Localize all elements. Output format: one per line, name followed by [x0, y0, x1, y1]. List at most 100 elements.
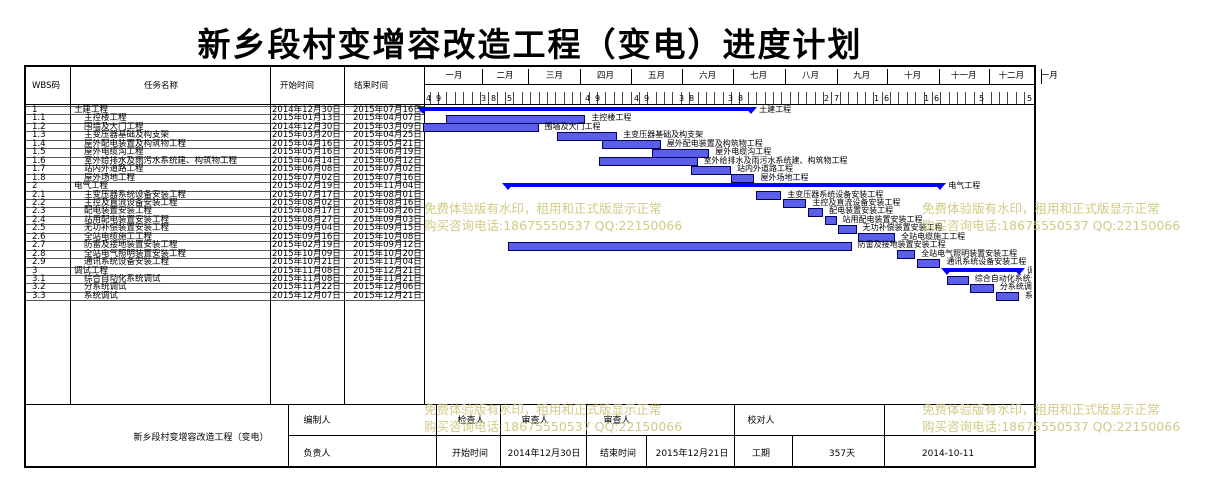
- footer-duration-value: 357天: [828, 449, 856, 459]
- month-label: 七月: [750, 71, 768, 81]
- summary-bar: [947, 267, 1019, 272]
- week-tick: [990, 92, 992, 104]
- week-tick-label: 3: [481, 94, 487, 103]
- task-wbs: 1.8: [32, 173, 46, 183]
- month-label: 九月: [853, 71, 871, 81]
- week-tick: [747, 92, 749, 104]
- task-end: 2015年11月04日: [353, 181, 422, 191]
- grid-line: [26, 174, 424, 175]
- week-tick: [831, 92, 833, 104]
- month-divider: [886, 69, 888, 84]
- task-start: 2015年07月02日: [272, 173, 341, 183]
- task-end: 2015年09月15日: [353, 223, 422, 233]
- task-name: 电气工程: [74, 181, 109, 191]
- task-wbs: 2.2: [32, 198, 46, 208]
- grid-line: [70, 67, 71, 404]
- footer-reviewer-label: 审查人: [521, 416, 549, 426]
- task-bar-label: 主控楼工程: [591, 113, 632, 123]
- grid-line: [26, 165, 424, 166]
- week-tick-label: 8: [491, 94, 497, 103]
- week-tick: [705, 92, 707, 104]
- week-tick: [655, 92, 657, 104]
- week-tick: [814, 92, 816, 104]
- watermark-bottom-center-1: 免费体验版有水印，租用和正式版显示正常: [424, 402, 662, 417]
- task-name: 调试工程: [74, 266, 109, 276]
- week-tick: [873, 92, 875, 104]
- task-end: 2015年06月12日: [353, 156, 422, 166]
- week-tick: [664, 92, 666, 104]
- summary-bar: [423, 107, 752, 111]
- month-label: 三月: [545, 71, 563, 81]
- watermark-top-right-1: 免费体验版有水印，租用和正式版显示正常: [922, 201, 1160, 216]
- task-wbs: 3: [32, 266, 38, 276]
- grid-line: [288, 435, 1034, 436]
- task-name: 室外给排水及雨污水系统建、构筑物工程: [84, 156, 238, 166]
- month-divider: [580, 69, 582, 84]
- footer-prepared-label: 编制人: [303, 416, 331, 426]
- week-tick: [881, 92, 883, 104]
- month-divider: [988, 69, 990, 84]
- task-name: 综合自动化系统调试: [84, 274, 161, 284]
- task-start: 2015年11月22日: [272, 282, 341, 292]
- week-tick: [471, 92, 473, 104]
- task-start: 2015年11月08日: [272, 274, 341, 284]
- week-tick: [839, 92, 841, 104]
- task-end: 2015年12月21日: [353, 266, 422, 276]
- task-name: 系统调试: [84, 291, 119, 301]
- task-start: 2015年08月27日: [272, 215, 341, 225]
- task-start: 2015年04月14日: [272, 156, 341, 166]
- grid-line: [424, 84, 1034, 85]
- month-label: 一月: [1040, 71, 1058, 81]
- month-label: 八月: [802, 71, 820, 81]
- week-tick-label: 4: [426, 94, 432, 103]
- task-bar: [731, 174, 755, 184]
- week-tick-label: 8: [738, 94, 744, 103]
- header-name: 任务名称: [144, 81, 179, 91]
- summary-bar-start-cap: [417, 107, 429, 114]
- week-tick: [647, 92, 649, 104]
- grid-line: [26, 224, 424, 225]
- grid-line: [26, 207, 424, 208]
- summary-bar-end-cap: [934, 183, 947, 191]
- week-tick-label: 6: [934, 94, 940, 103]
- summary-bar-start-cap: [502, 183, 515, 191]
- grid-line: [792, 435, 793, 468]
- task-wbs: 1.6: [32, 156, 46, 166]
- task-wbs: 1.4: [32, 139, 46, 149]
- task-wbs: 2.1: [32, 190, 46, 200]
- grid-line: [26, 404, 1034, 405]
- task-end: 2015年10月20日: [353, 249, 422, 259]
- week-tick: [764, 92, 766, 104]
- grid-line: [270, 67, 271, 404]
- watermark-top-right-2: 购买咨询电话:18675550537 QQ:22150066: [922, 218, 1181, 233]
- week-tick: [563, 92, 565, 104]
- grid-line: [586, 404, 587, 435]
- grid-line: [288, 404, 289, 468]
- footer-proofreader-label: 校对人: [747, 416, 775, 426]
- task-bar-label: 全站电气照明装置安装工程: [921, 248, 1018, 258]
- task-start: 2015年03月20日: [272, 130, 341, 140]
- task-wbs: 2.3: [32, 206, 46, 216]
- task-bar: [508, 241, 852, 251]
- week-tick: [739, 92, 741, 104]
- task-start: 2015年07月17日: [272, 190, 341, 200]
- task-end: 2015年08月26日: [353, 206, 422, 216]
- week-tick: [479, 92, 481, 104]
- week-tick: [530, 92, 532, 104]
- footer-checker-label: 检查人: [457, 416, 485, 426]
- task-wbs: 2.5: [32, 223, 46, 233]
- summary-bar-end-cap: [1013, 267, 1025, 275]
- week-tick: [630, 92, 632, 104]
- footer-duration-label: 工期: [751, 449, 770, 459]
- task-wbs: 2.9: [32, 257, 46, 267]
- task-bar: [556, 131, 618, 141]
- task-end: 2015年07月02日: [353, 164, 422, 174]
- week-tick-label: 2: [824, 94, 830, 103]
- week-tick: [680, 92, 682, 104]
- task-start: 2015年12月07日: [272, 291, 341, 301]
- task-start: 2015年09月04日: [272, 223, 341, 233]
- week-tick-label: 9: [595, 94, 601, 103]
- grid-line: [500, 404, 501, 435]
- task-end: 2015年10月08日: [353, 232, 422, 242]
- week-tick: [638, 92, 640, 104]
